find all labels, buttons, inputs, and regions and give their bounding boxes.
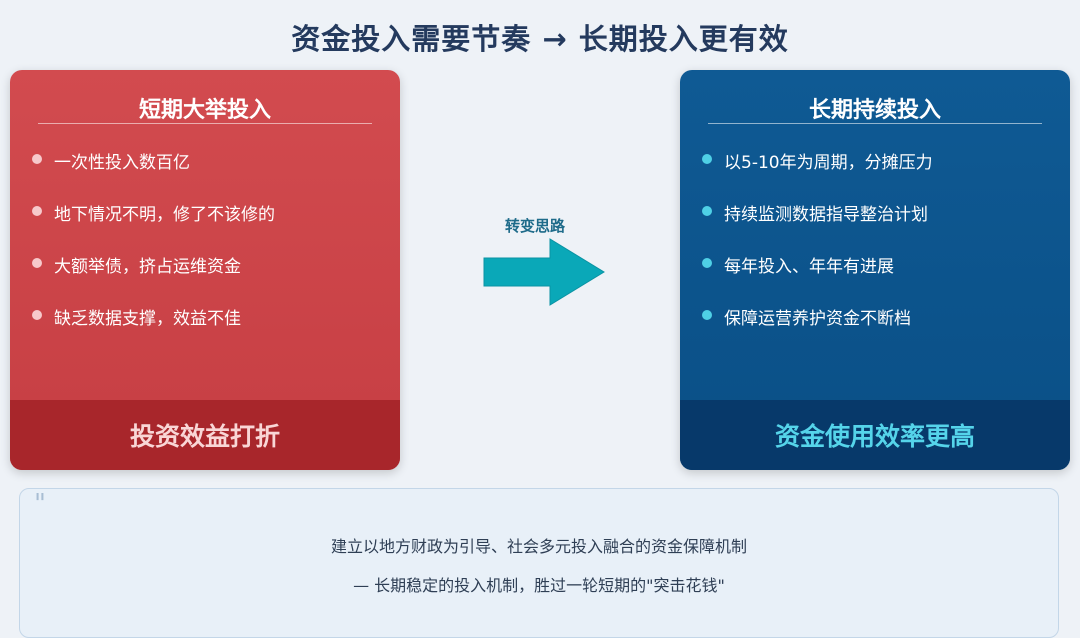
list-item: 地下情况不明，修了不该修的 xyxy=(32,200,275,252)
list-item: 每年投入、年年有进展 xyxy=(702,252,933,304)
bullet-dot-icon xyxy=(32,258,42,268)
arrow-label: 转变思路 xyxy=(504,217,565,235)
list-item: 持续监测数据指导整治计划 xyxy=(702,200,933,252)
bullet-dot-icon xyxy=(702,310,712,320)
short-term-card-divider xyxy=(38,123,372,124)
short-term-card-title: 短期大举投入 xyxy=(138,98,271,123)
bullet-dot-icon xyxy=(32,206,42,216)
list-item: 一次性投入数百亿 xyxy=(32,148,275,200)
bullet-dot-icon xyxy=(32,154,42,164)
long-term-card-title: 长期持续投入 xyxy=(808,98,941,123)
list-item: 大额举债，挤占运维资金 xyxy=(32,252,275,304)
list-item-text: 持续监测数据指导整治计划 xyxy=(724,205,928,225)
short-term-list: 一次性投入数百亿 地下情况不明，修了不该修的 大额举债，挤占运维资金 缺乏数据支… xyxy=(32,148,275,356)
quote-box: " 建立以地方财政为引导、社会多元投入融合的资金保障机制 — 长期稳定的投入机制… xyxy=(19,488,1059,638)
quote-attribution: — 长期稳定的投入机制，胜过一轮短期的"突击花钱" xyxy=(353,576,725,595)
list-item: 缺乏数据支撑，效益不佳 xyxy=(32,304,275,356)
right-arrow-icon xyxy=(483,238,605,306)
list-item-text: 每年投入、年年有进展 xyxy=(724,257,894,277)
bullet-dot-icon xyxy=(702,206,712,216)
bullet-dot-icon xyxy=(32,310,42,320)
page-title: 资金投入需要节奏 → 长期投入更有效 xyxy=(291,22,789,56)
long-term-card-footer: 资金使用效率更高 xyxy=(680,400,1070,470)
list-item-text: 以5-10年为周期，分摊压力 xyxy=(724,153,933,173)
long-term-card: 长期持续投入 以5-10年为周期，分摊压力 持续监测数据指导整治计划 每年投入、… xyxy=(680,70,1070,470)
bullet-dot-icon xyxy=(702,258,712,268)
short-term-card: 短期大举投入 一次性投入数百亿 地下情况不明，修了不该修的 大额举债，挤占运维资… xyxy=(10,70,400,470)
list-item-text: 保障运营养护资金不断档 xyxy=(724,309,911,329)
list-item: 以5-10年为周期，分摊压力 xyxy=(702,148,933,200)
long-term-list: 以5-10年为周期，分摊压力 持续监测数据指导整治计划 每年投入、年年有进展 保… xyxy=(702,148,933,356)
quote-mark-icon: " xyxy=(34,489,46,519)
list-item: 保障运营养护资金不断档 xyxy=(702,304,933,356)
quote-text: 建立以地方财政为引导、社会多元投入融合的资金保障机制 xyxy=(330,537,747,556)
list-item-text: 一次性投入数百亿 xyxy=(54,153,190,173)
bullet-dot-icon xyxy=(702,154,712,164)
list-item-text: 缺乏数据支撑，效益不佳 xyxy=(54,309,241,329)
long-term-card-divider xyxy=(708,123,1042,124)
list-item-text: 大额举债，挤占运维资金 xyxy=(54,257,241,277)
short-term-card-footer: 投资效益打折 xyxy=(10,400,400,470)
list-item-text: 地下情况不明，修了不该修的 xyxy=(54,205,275,225)
